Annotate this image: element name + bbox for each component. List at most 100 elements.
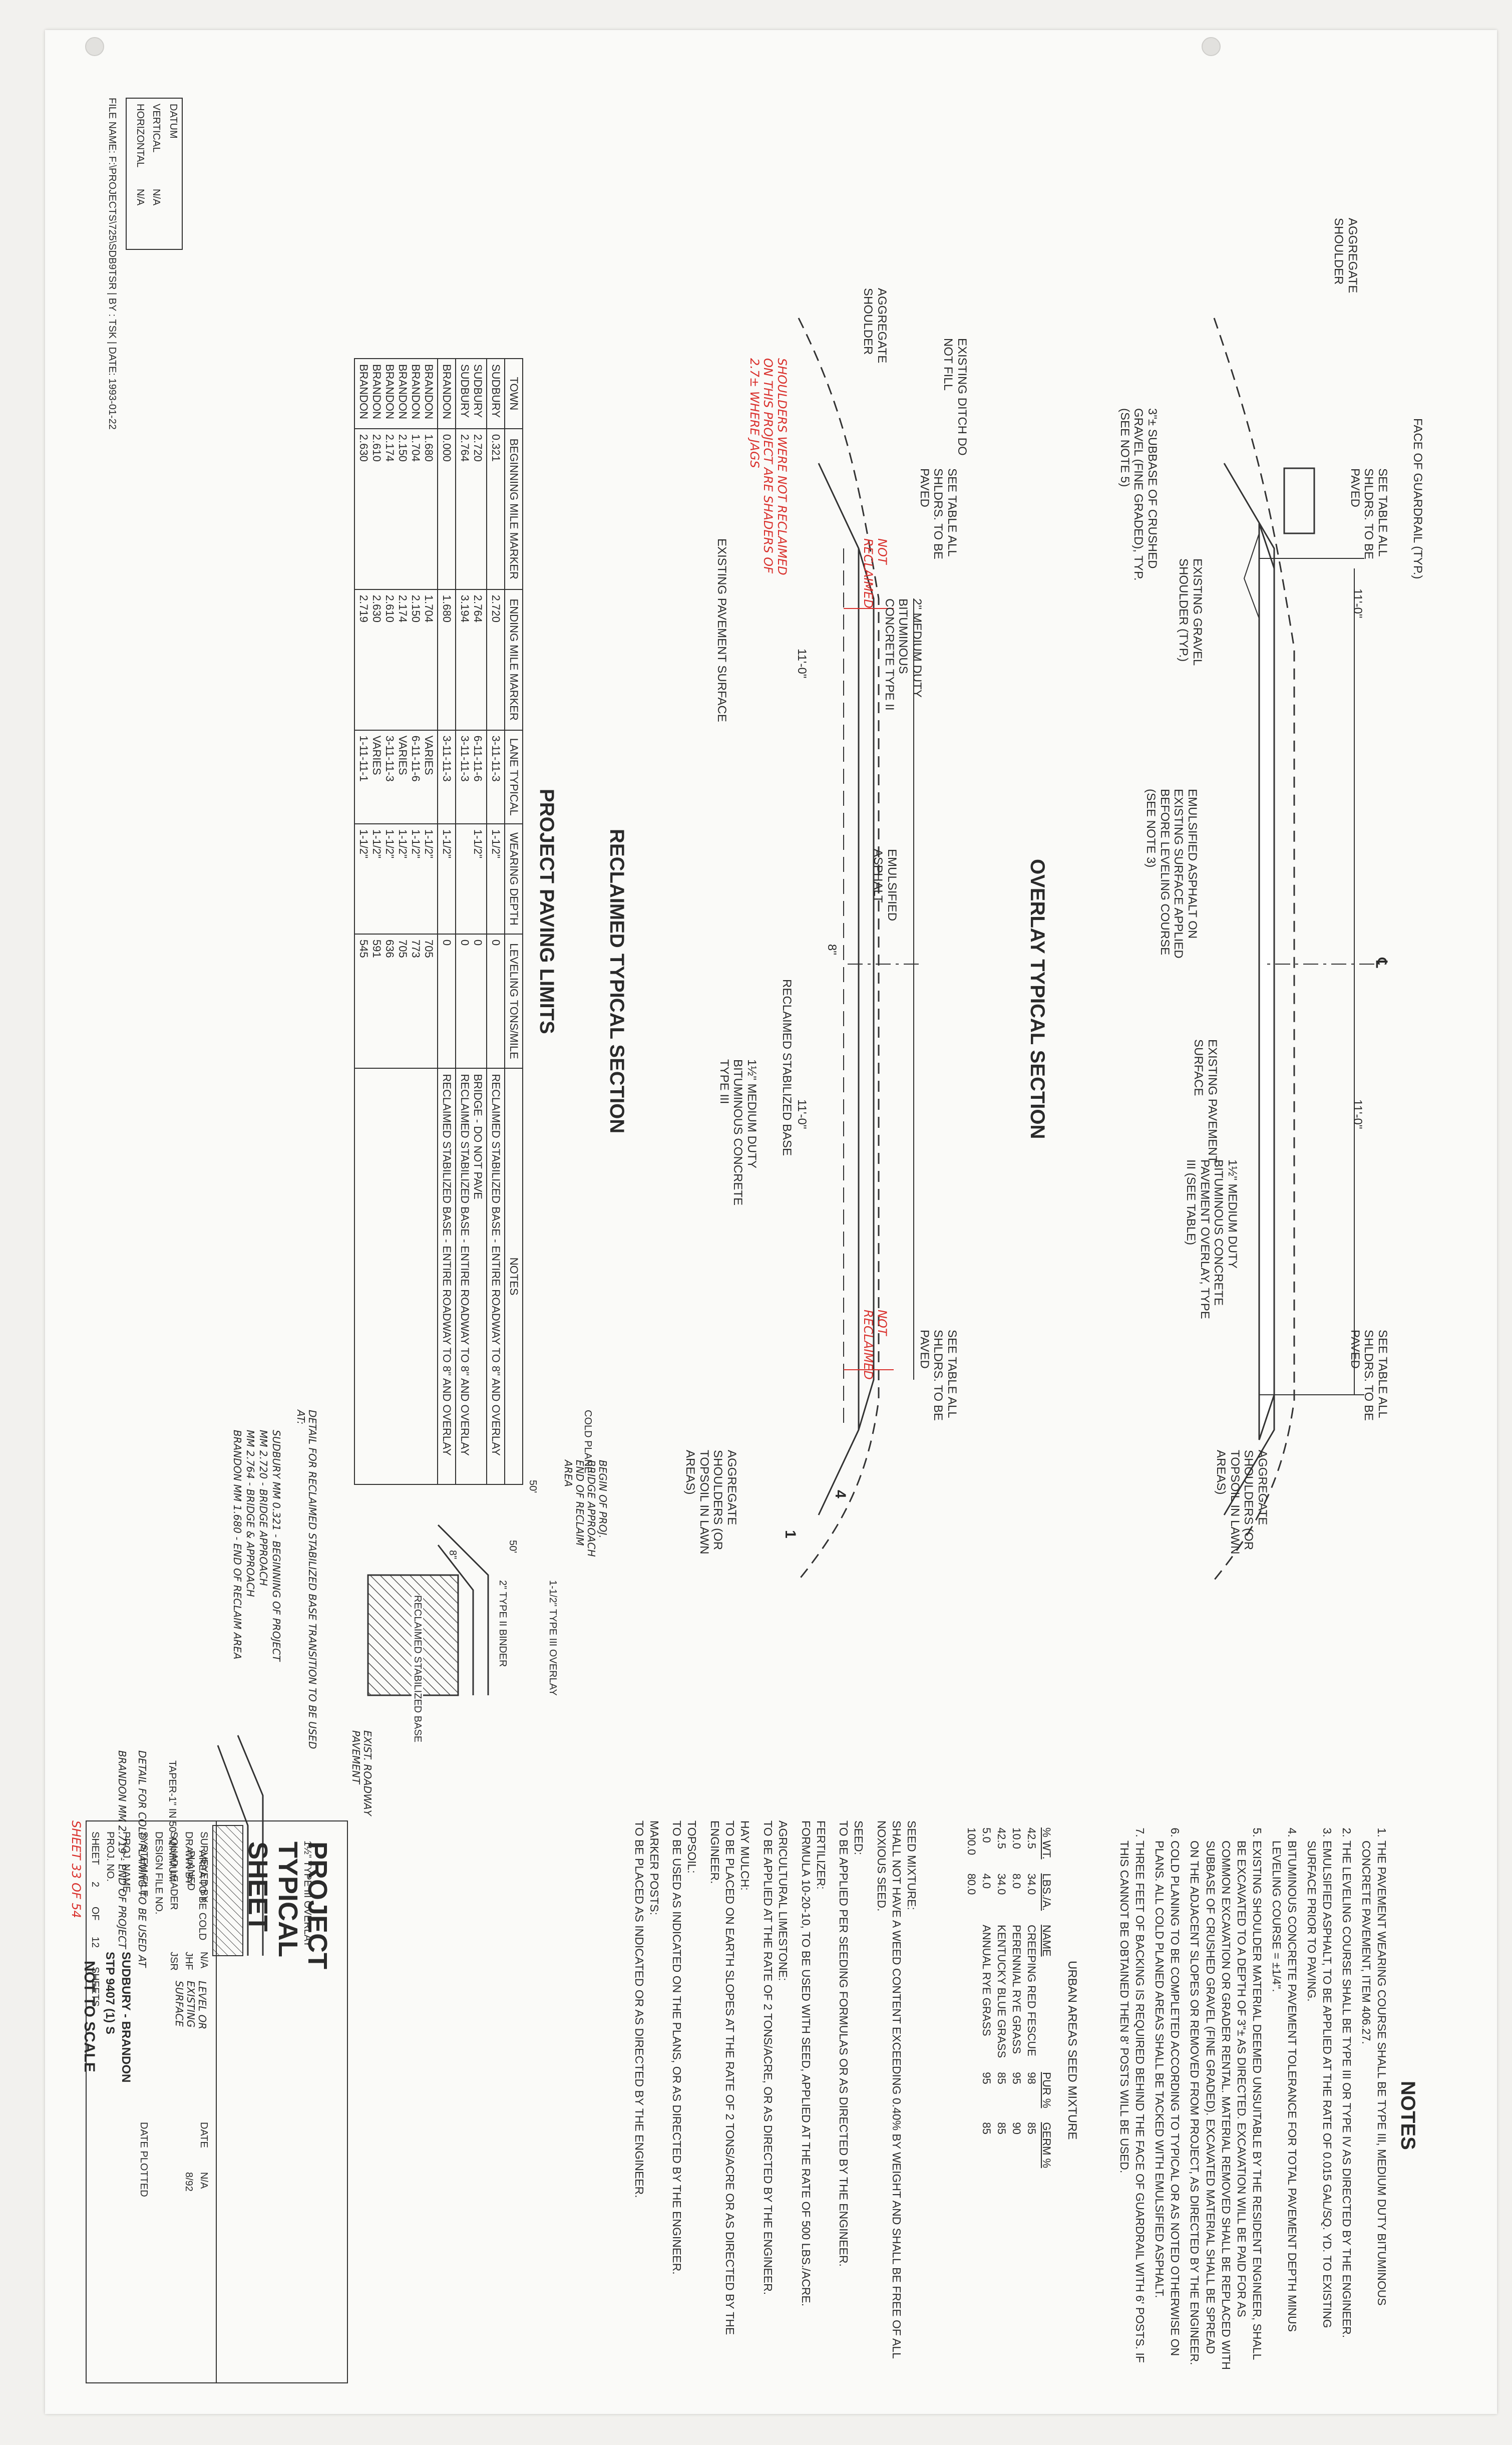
- detail-binder-label: 2" TYPE II BINDER: [497, 1580, 508, 1667]
- paving-limits-header: ENDING MILE MARKER: [505, 589, 523, 730]
- seed-cell: 85: [995, 2122, 1008, 2134]
- cold-planing-detail: [212, 1735, 264, 1956]
- not-reclaimed-right: NOT RECLAIMED: [861, 1310, 889, 1380]
- note-item: THE LEVELING COURSE SHALL BE TYPE III OR…: [1339, 1841, 1354, 2371]
- reclaimed-lane-left: 11'-0": [795, 649, 809, 679]
- overlay-section-title: OVERLAY TYPICAL SECTION: [1026, 859, 1048, 1139]
- spec-heading: AGRICULTURAL LIMESTONE:: [776, 1820, 790, 1981]
- seed-cell: 34.0: [1025, 1873, 1038, 1895]
- overlay-see-table-left: SEE TABLE ALL SHLDRS. TO BE PAVED: [1348, 468, 1389, 559]
- detail-reclaim-title: DETAIL FOR RECLAIMED STABILIZED BASE TRA…: [295, 1410, 318, 1749]
- existing-ditch-label: EXISTING DITCH DO NOT FILL: [941, 338, 969, 456]
- table-cell: 0: [438, 934, 456, 1069]
- seed-title: URBAN AREAS SEED MIXTURE: [1065, 1961, 1079, 2140]
- detail-begin-note: BEGIN OF PROJ. BRIDGE APPROACH END OF RE…: [562, 1460, 609, 1557]
- plotted-label: DATE PLOTTED: [138, 2122, 149, 2197]
- seed-cell: 85: [1025, 2122, 1038, 2134]
- seed-cell: 8.0: [1010, 1873, 1023, 1889]
- spec-body: TO BE APPLIED AT THE RATE OF 2 TONS/ACRE…: [761, 1820, 775, 2295]
- design-file-label: DESIGN FILE NO.: [153, 1831, 164, 1915]
- seed-cell: 85: [995, 2072, 1008, 2084]
- detail-depth: 8": [447, 1550, 458, 1560]
- reclaimed-medium-duty-2-label: 2" MEDIUM DUTY BITUMINOUS CONCRETE TYPE …: [882, 598, 924, 711]
- sheet-no: 2: [90, 1882, 101, 1888]
- reclaimed-depth-8: 8": [825, 944, 839, 955]
- rotated-drawing: FILE NAME: F:\PROJECTS\725\SDB9TSR | BY …: [68, 98, 1439, 2396]
- spec-body: TO BE PLACED AS INDICATED OR AS DIRECTED…: [632, 1820, 646, 2198]
- seed-cell: 34.0: [995, 1873, 1008, 1895]
- note-item: EMULSIFIED ASPHALT, TO BE APPLIED AT THE…: [1304, 1841, 1335, 2371]
- reclaimed-aggregate-shoulder-label: AGGREGATE SHOULDER: [861, 288, 889, 364]
- datum-vertical-value: N/A: [151, 189, 162, 206]
- proj-name: SUDBURY - BRANDON: [119, 1952, 133, 2083]
- table-cell: BRIDGE - DO NOT PAVE RECLAIMED STABILIZE…: [456, 1068, 487, 1484]
- spec-body: TO BE APPLIED PER SEEDING FORMULAS OR AS…: [837, 1820, 851, 2267]
- paving-limits-header: BEGINNING MILE MARKER: [505, 428, 523, 589]
- paving-limits-header: LEVELING TONS/MILE: [505, 934, 523, 1069]
- detail-location-line: MM 2.720 - BRIDGE APPROACH: [257, 1430, 269, 1586]
- overlay-emulsified-label: EMULSIFIED ASPHALT ON EXISTING SURFACE A…: [1144, 789, 1199, 959]
- surveyed-by: N/A: [198, 1952, 209, 1969]
- seed-header: % WT.: [1040, 1827, 1053, 1860]
- seed-cell: KENTUCKY BLUE GRASS: [995, 1925, 1008, 2058]
- overlay-aggregate-shoulders-right: AGGREGATE SHOULDERS (OR TOPSOIL IN LAWN …: [1214, 1450, 1269, 1555]
- proj-no-label: PROJ. NO.: [105, 1831, 116, 1882]
- table-cell: 1.704 2.150 2.174 2.610 2.630 2.719: [354, 589, 438, 730]
- table-cell: SUDBURY: [487, 359, 505, 429]
- paving-limits-header: NOTES: [505, 1068, 523, 1484]
- note-item: THREE FEET OF BACKING IS REQUIRED BEHIND…: [1116, 1841, 1148, 2371]
- seed-total-wt: 100.0: [965, 1827, 978, 1856]
- drawn-by: JHF: [183, 1952, 194, 1970]
- table-cell: BRANDON: [438, 359, 456, 429]
- system-file-label: SYSTEM FILE: [138, 1831, 149, 1897]
- seed-cell: PERENNIAL RYE GRASS: [1010, 1925, 1023, 2054]
- punch-hole: [85, 37, 104, 56]
- table-cell: BRANDON BRANDON BRANDON BRANDON BRANDON …: [354, 359, 438, 429]
- reclaimed-emulsified-label: EMULSIFIED ASPHALT: [871, 849, 899, 922]
- seed-cell: 90: [1010, 2122, 1023, 2134]
- notes-block: THE PAVEMENT WEARING COURSE SHALL BE TYP…: [1112, 1820, 1389, 2371]
- spec-heading: TOPSOIL:: [685, 1820, 699, 1874]
- seed-total-lbs: 80.0: [965, 1873, 978, 1895]
- seed-cell: 4.0: [980, 1873, 993, 1889]
- datum-horizontal-label: HORIZONTAL: [135, 104, 146, 168]
- title-block: PROJECT TYPICAL SHEET SURVEYED BY N/A DA…: [86, 1820, 348, 2383]
- detail-dim-50: 50': [507, 1540, 518, 1554]
- detail-base-label: RECLAIMED STABILIZED BASE: [412, 1595, 423, 1743]
- seed-header: GERM %: [1040, 2122, 1053, 2169]
- squad-leader: JSR: [168, 1952, 179, 1971]
- specs-block: SEED MIXTURE:SHALL NOT HAVE A WEED CONTE…: [623, 1820, 919, 2371]
- spec-heading: SEED:: [852, 1820, 866, 1856]
- paving-limits-header: LANE TYPICAL: [505, 730, 523, 824]
- punch-hole: [1202, 37, 1221, 56]
- table-cell: 1-1/2": [438, 823, 456, 934]
- sheet-label: SHEET: [90, 1831, 101, 1865]
- note-item: COLD PLANING TO BE COMPLETED ACCORDING T…: [1152, 1841, 1183, 2371]
- table-row: BRANDON BRANDON BRANDON BRANDON BRANDON …: [354, 359, 438, 1484]
- table-cell: 3-11-11-3: [487, 730, 505, 824]
- paving-limits-title: PROJECT PAVING LIMITS: [536, 789, 558, 1034]
- table-cell: 0 0: [456, 934, 487, 1069]
- seed-cell: 5.0: [980, 1827, 993, 1843]
- reclaimed-medium-duty-15-label: 1½" MEDIUM DUTY BITUMINOUS CONCRETE TYPE…: [717, 1059, 759, 1206]
- proj-no: STP 9407 (1) S: [103, 1952, 117, 2034]
- paving-limits-header: WEARING DEPTH: [505, 823, 523, 934]
- spec-body: TO BE USED AS INDICATED ON THE PLANS, OR…: [670, 1820, 684, 2275]
- table-cell: 0.000: [438, 428, 456, 589]
- overlay-existing-gravel-label: EXISTING GRAVEL SHOULDER (TYP.): [1177, 558, 1204, 666]
- spec-body: TO BE PLACED ON EARTH SLOPES AT THE RATE…: [708, 1820, 737, 2335]
- note-item: BITUMINOUS CONCRETE PAVEMENT TOLERANCE F…: [1269, 1841, 1300, 2371]
- overlay-existing-pavement-label: EXISTING PAVEMENT SURFACE: [1192, 1039, 1219, 1163]
- spec-body: SHALL NOT HAVE A WEED CONTENT EXCEEDING …: [875, 1820, 904, 2359]
- note-item: THE PAVEMENT WEARING COURSE SHALL BE TYP…: [1358, 1841, 1389, 2371]
- sheet-total: 12: [90, 1937, 101, 1948]
- detail-location-line: MM 2.764 - BRIDGE & APPROACH: [244, 1430, 256, 1597]
- seed-header: LBS./A.: [1040, 1873, 1053, 1911]
- surveyed-by-label: SURVEYED BY: [198, 1831, 209, 1903]
- seed-cell: 42.5: [1025, 1827, 1038, 1849]
- seed-cell: 42.5: [995, 1827, 1008, 1849]
